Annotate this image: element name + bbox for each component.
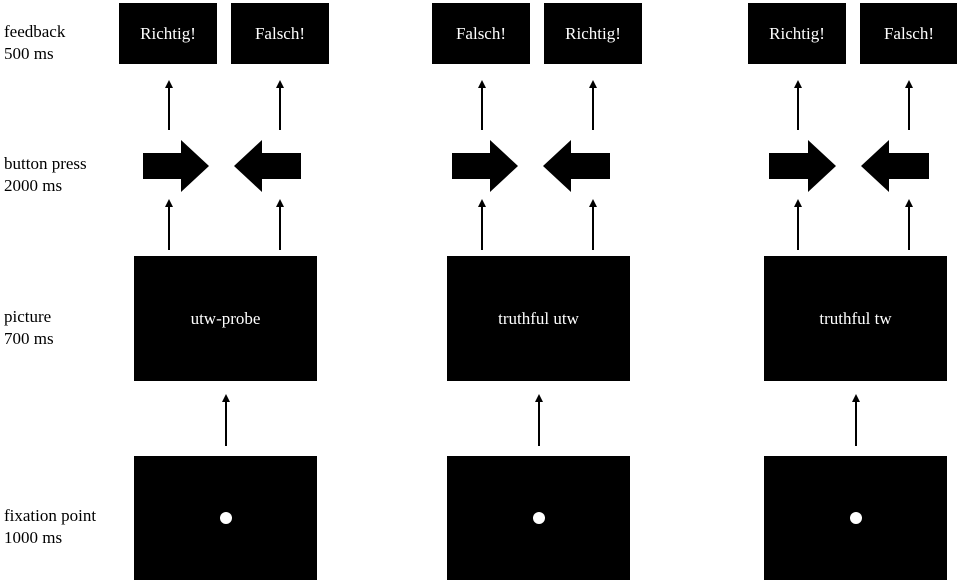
feedback-box-right-arrow: Richtig! (119, 3, 217, 64)
picture-box: utw-probe (134, 256, 317, 381)
stage-duration: 2000 ms (4, 176, 63, 195)
stage-label-picture: picture 700 ms (4, 306, 54, 350)
feedback-box-left-arrow: Richtig! (544, 3, 642, 64)
fixation-box (134, 456, 317, 580)
left-block-arrow-icon (861, 140, 929, 192)
stage-name: feedback (4, 22, 66, 41)
stage-label-feedback: feedback 500 ms (4, 21, 65, 65)
picture-box: truthful utw (447, 256, 630, 381)
stage-duration: 700 ms (4, 329, 54, 348)
stage-label-fixation-point: fixation point 1000 ms (4, 505, 96, 549)
left-block-arrow-icon (543, 140, 610, 192)
feedback-box-right-arrow: Falsch! (432, 3, 530, 64)
right-block-arrow-icon (452, 140, 518, 192)
fixation-box (764, 456, 947, 580)
feedback-box-right-arrow: Richtig! (748, 3, 846, 64)
stage-duration: 1000 ms (4, 528, 63, 547)
fixation-dot-icon (532, 512, 545, 524)
stage-label-button-press: button press 2000 ms (4, 153, 87, 197)
left-block-arrow-icon (234, 140, 301, 192)
stage-name: fixation point (4, 506, 97, 525)
right-block-arrow-icon (769, 140, 836, 192)
stage-duration: 500 ms (4, 44, 54, 63)
fixation-dot-icon (219, 512, 232, 524)
fixation-box (447, 456, 630, 580)
picture-box: truthful tw (764, 256, 947, 381)
feedback-box-left-arrow: Falsch! (231, 3, 329, 64)
stage-name: picture (4, 307, 52, 326)
right-block-arrow-icon (143, 140, 209, 192)
stage-name: button press (4, 154, 87, 173)
fixation-dot-icon (849, 512, 862, 524)
feedback-box-left-arrow: Falsch! (860, 3, 957, 64)
